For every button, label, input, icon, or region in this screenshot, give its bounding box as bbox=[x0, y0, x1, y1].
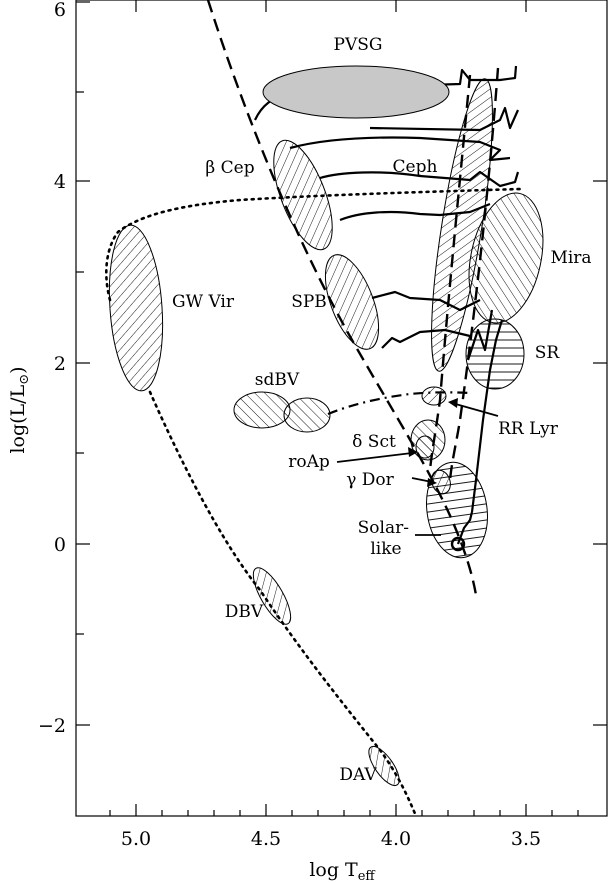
regions bbox=[108, 65, 544, 787]
white-dwarf-cooling-curve bbox=[104, 187, 522, 302]
region-spb bbox=[324, 254, 380, 350]
arrow-roap bbox=[336, 452, 413, 463]
label-gw-vir: GW Vir bbox=[172, 292, 235, 312]
y-tick-label: 6 bbox=[54, 0, 66, 21]
x-tick-label: 4.5 bbox=[251, 828, 281, 850]
sun-marker bbox=[450, 536, 466, 552]
region-dbv bbox=[252, 567, 292, 625]
x-axis-title: log Teff bbox=[309, 859, 376, 883]
region-rr-lyr bbox=[421, 386, 447, 406]
x-tick-labels: 5.0 4.5 4.0 3.5 bbox=[121, 828, 541, 850]
region-sdbv-1 bbox=[233, 391, 291, 429]
label-solar-like: Solar- like bbox=[358, 518, 415, 559]
label-mira: Mira bbox=[550, 248, 591, 268]
label-delta-sct: δ Sct bbox=[352, 432, 396, 452]
x-tick-label: 5.0 bbox=[121, 828, 151, 850]
y-axis-title: log(L/L⊙) bbox=[7, 366, 32, 453]
y-tick-label: −2 bbox=[38, 715, 66, 737]
y-tick-label: 4 bbox=[54, 171, 66, 193]
region-beta-cep bbox=[273, 139, 333, 251]
x-tick-label: 3.5 bbox=[511, 828, 541, 850]
plot-frame bbox=[75, 0, 608, 817]
region-solar-like bbox=[426, 461, 488, 559]
label-roap: roAp bbox=[288, 452, 330, 472]
label-dav: DAV bbox=[339, 765, 377, 785]
region-roap bbox=[415, 435, 435, 459]
y-tick-label: 2 bbox=[54, 353, 66, 375]
label-sr: SR bbox=[535, 343, 561, 363]
horizontal-branch-curve bbox=[327, 391, 471, 416]
y-tick-label: 0 bbox=[54, 534, 66, 556]
x-tick-label: 4.0 bbox=[381, 828, 411, 850]
label-rr-lyr: RR Lyr bbox=[498, 419, 559, 439]
label-spb: SPB bbox=[291, 292, 327, 312]
y-tick-labels: −2 0 2 4 6 bbox=[38, 0, 66, 737]
region-pvsg bbox=[262, 65, 450, 119]
label-pvsg: PVSG bbox=[334, 35, 383, 55]
region-gw-vir bbox=[108, 224, 164, 392]
label-sdbv: sdBV bbox=[255, 370, 300, 390]
label-ceph: Ceph bbox=[393, 157, 438, 177]
region-dav bbox=[368, 745, 400, 787]
arrows bbox=[336, 398, 499, 536]
track-5 bbox=[339, 202, 491, 222]
label-dbv: DBV bbox=[225, 602, 264, 622]
region-sdbv-2 bbox=[283, 397, 331, 433]
arrow-rr-lyr bbox=[451, 402, 499, 417]
axis-ticks bbox=[76, 0, 607, 816]
region-sr bbox=[465, 318, 525, 390]
region-labels: PVSG β Cep Ceph Mira GW Vir SPB SR sdBV … bbox=[172, 35, 592, 785]
label-beta-cep: β Cep bbox=[205, 158, 254, 178]
label-gamma-dor: γ Dor bbox=[346, 470, 394, 490]
